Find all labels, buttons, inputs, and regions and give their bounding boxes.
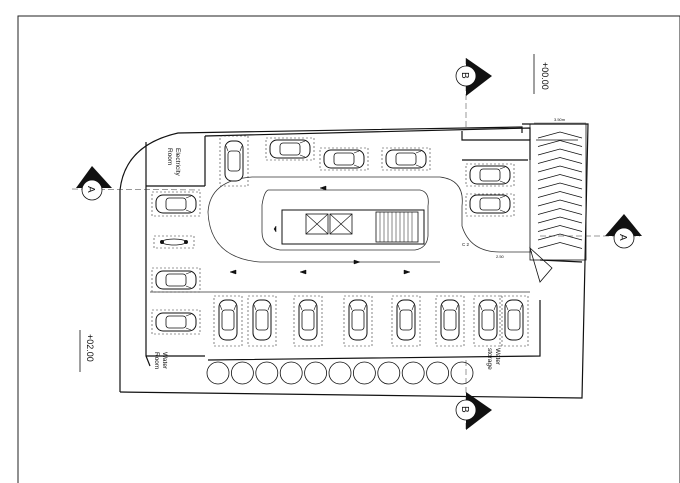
c2-note: C 2 (462, 242, 470, 247)
section-b-bottom-text: B (459, 406, 470, 413)
ramp-chevron (537, 131, 583, 139)
ramp-width-dim: 3.50m (554, 117, 566, 122)
water-room-label-2: Room (153, 352, 160, 369)
electricity-room-label-1: Electricity (174, 148, 181, 177)
parking-slot (293, 295, 323, 347)
car-icon (385, 149, 427, 169)
electricity-room-label-2: Room (166, 148, 173, 165)
car-icon (323, 149, 365, 169)
parking-slot (465, 193, 515, 217)
ramp (529, 123, 587, 261)
section-b-top-text: B (459, 72, 470, 79)
car-icon (218, 299, 238, 341)
car-icon (396, 299, 416, 341)
water-tank (206, 361, 230, 385)
parking-slot (343, 295, 373, 347)
level-bottom-text: +02.00 (85, 334, 95, 362)
section-marker-right: A (540, 214, 642, 249)
ramp-chevron (537, 242, 583, 249)
driving-aisle (150, 176, 532, 293)
ramp-chevron (537, 233, 583, 241)
water-tank (279, 361, 303, 385)
car-icon (298, 299, 318, 341)
parking-slot (213, 295, 243, 347)
car-icon (478, 299, 498, 341)
water-room-label-1: Water (161, 352, 168, 370)
level-top-text: +00.00 (540, 62, 550, 90)
ramp-chevron (537, 182, 583, 190)
water-storage-label-1: Water (494, 348, 501, 366)
parking-slot (435, 295, 465, 347)
ramp-chevron (537, 199, 583, 207)
slope-dim: 2.50 (496, 254, 505, 259)
parking-slot (265, 137, 315, 161)
water-tank (328, 361, 352, 385)
parking-slot (473, 295, 503, 347)
ramp-chevron (537, 174, 583, 181)
ramp-chevron (537, 148, 583, 156)
parking-slot (151, 267, 201, 293)
parking-slot (391, 295, 421, 347)
ramp-chevron (537, 225, 583, 232)
section-a-right-text: A (617, 234, 628, 241)
section-marker-bottom: B (455, 360, 492, 430)
section-a-left-text: A (85, 186, 96, 193)
car-icon (348, 299, 368, 341)
elevator-core (281, 209, 425, 245)
car-icon (469, 194, 511, 214)
car-icon (269, 139, 311, 159)
parking-slot (151, 191, 201, 217)
ramp-chevron (537, 216, 583, 224)
parking-slot (219, 135, 249, 187)
section-marker-top: B (455, 58, 492, 128)
ramp-chevron (537, 157, 583, 164)
water-tank (352, 361, 376, 385)
car-icon (155, 312, 197, 332)
direction-arrows (229, 185, 411, 275)
level-marker-bottom: +02.00 (79, 330, 95, 372)
ramp-chevron (537, 165, 583, 173)
motorbike-slot (153, 235, 195, 249)
car-icon (155, 194, 197, 214)
car-icon (155, 270, 197, 290)
ramp-chevron (537, 140, 583, 147)
ramp-chevron (537, 191, 583, 198)
water-tank (255, 361, 279, 385)
car-icon (224, 140, 244, 182)
level-marker-top: +00.00 (533, 54, 550, 94)
water-tank (377, 361, 401, 385)
car-icon (504, 299, 524, 341)
parking-slot (381, 147, 431, 171)
parking-slot (247, 295, 277, 347)
water-storage-label-2: storage (486, 348, 493, 370)
ramp-chevrons (529, 131, 583, 283)
parking-slots (151, 135, 529, 347)
water-tank (401, 361, 425, 385)
sheet-border (17, 15, 680, 483)
parking-slot (465, 163, 515, 187)
ramp-chevron (537, 208, 583, 215)
car-icon (469, 165, 511, 185)
parking-slot (151, 309, 201, 335)
water-tank (450, 361, 474, 385)
parking-slot (319, 147, 369, 171)
car-icon (440, 299, 460, 341)
water-tank (230, 361, 254, 385)
water-tank (426, 361, 450, 385)
water-tanks (206, 361, 474, 385)
section-marker-left: A (71, 166, 201, 201)
car-icon (252, 299, 272, 341)
water-tank (304, 361, 328, 385)
parking-slot (499, 295, 529, 347)
